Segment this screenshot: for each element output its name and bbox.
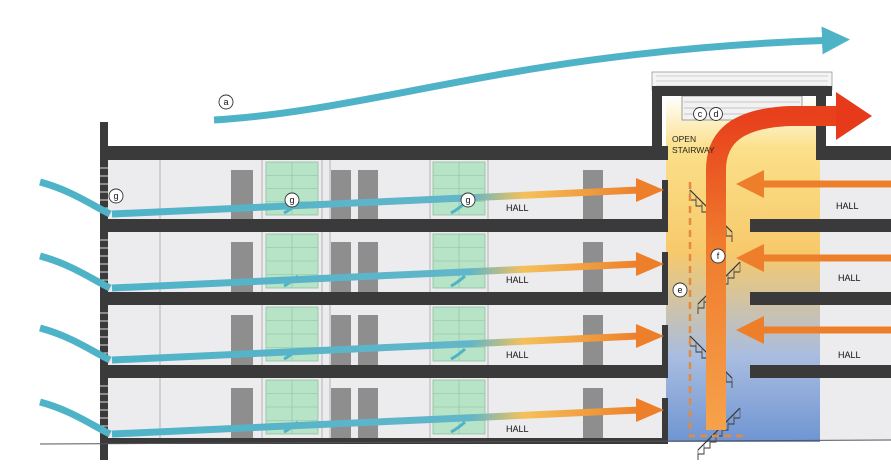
flow-arrowhead	[636, 324, 664, 348]
ground-line	[39, 439, 891, 445]
svg-text:c: c	[698, 109, 703, 119]
hall-label: HALL	[506, 350, 529, 360]
flow-arrowhead	[636, 252, 664, 276]
corridor-flow-arrow	[111, 406, 641, 438]
open-stairway-label-line1: OPEN	[672, 134, 696, 144]
right-inflow-arrows	[736, 170, 891, 344]
door-panel	[331, 388, 351, 438]
hall-label: HALL	[506, 424, 529, 434]
callout-d: d	[709, 107, 723, 121]
stair-wall	[662, 325, 668, 365]
svg-text:g: g	[113, 191, 118, 201]
vent-arrow	[450, 420, 466, 434]
door-panel	[331, 242, 351, 292]
stair-wall	[662, 252, 668, 292]
hall-label: HALL	[836, 201, 859, 211]
stair-wall	[662, 180, 668, 219]
svg-text:g: g	[289, 195, 294, 205]
hall-label: HALL	[838, 350, 861, 360]
svg-text:d: d	[713, 109, 718, 119]
inflow-arrows	[39, 178, 664, 438]
hall-label: HALL	[506, 275, 529, 285]
hall-label: HALL	[838, 273, 861, 283]
door-panel	[358, 170, 378, 219]
svg-text:f: f	[717, 251, 720, 261]
vent-arrow	[450, 274, 466, 288]
callout-g-window-1: g	[284, 192, 300, 208]
left-facade	[100, 122, 108, 460]
callout-e: e	[672, 282, 688, 298]
callout-f: f	[710, 248, 726, 264]
floor-2	[100, 232, 668, 292]
vent-arrow	[450, 347, 466, 361]
callout-a: a	[218, 94, 234, 110]
hall-labels: HALL HALL HALL HALL HALL HALL HALL	[506, 201, 861, 434]
facade-inflow-arrow	[39, 398, 112, 438]
stack-effect-arrow	[706, 106, 840, 430]
facade-inflow-arrow	[39, 178, 112, 218]
stair-circulation-loop	[688, 182, 748, 438]
corridor-flow-arrow	[111, 260, 641, 292]
door-panel	[331, 315, 351, 365]
door-panel	[331, 170, 351, 219]
stack-exhaust-arrowhead	[836, 92, 872, 140]
door-panel	[358, 388, 378, 438]
svg-text:a: a	[223, 97, 228, 107]
flow-arrowhead	[636, 178, 664, 202]
door-panel	[358, 242, 378, 292]
flow-arrowhead	[636, 398, 664, 422]
svg-text:e: e	[677, 285, 682, 295]
corridor-flow-arrow	[111, 186, 641, 218]
door-panel	[358, 315, 378, 365]
svg-text:g: g	[465, 195, 470, 205]
facade-inflow-arrow	[39, 252, 112, 292]
open-stairway-label-line2: STAIRWAY	[672, 145, 715, 155]
callout-c: c	[693, 107, 707, 121]
stair-wall	[662, 398, 668, 438]
facade-inflow-arrow	[39, 324, 112, 364]
hall-label: HALL	[506, 203, 529, 213]
callout-g-facade: g	[108, 188, 124, 204]
floor-slabs	[100, 86, 891, 444]
corridor-flow-arrow	[111, 332, 641, 364]
callout-g-window-2: g	[460, 192, 476, 208]
ambient-wind-arrow	[213, 26, 850, 124]
